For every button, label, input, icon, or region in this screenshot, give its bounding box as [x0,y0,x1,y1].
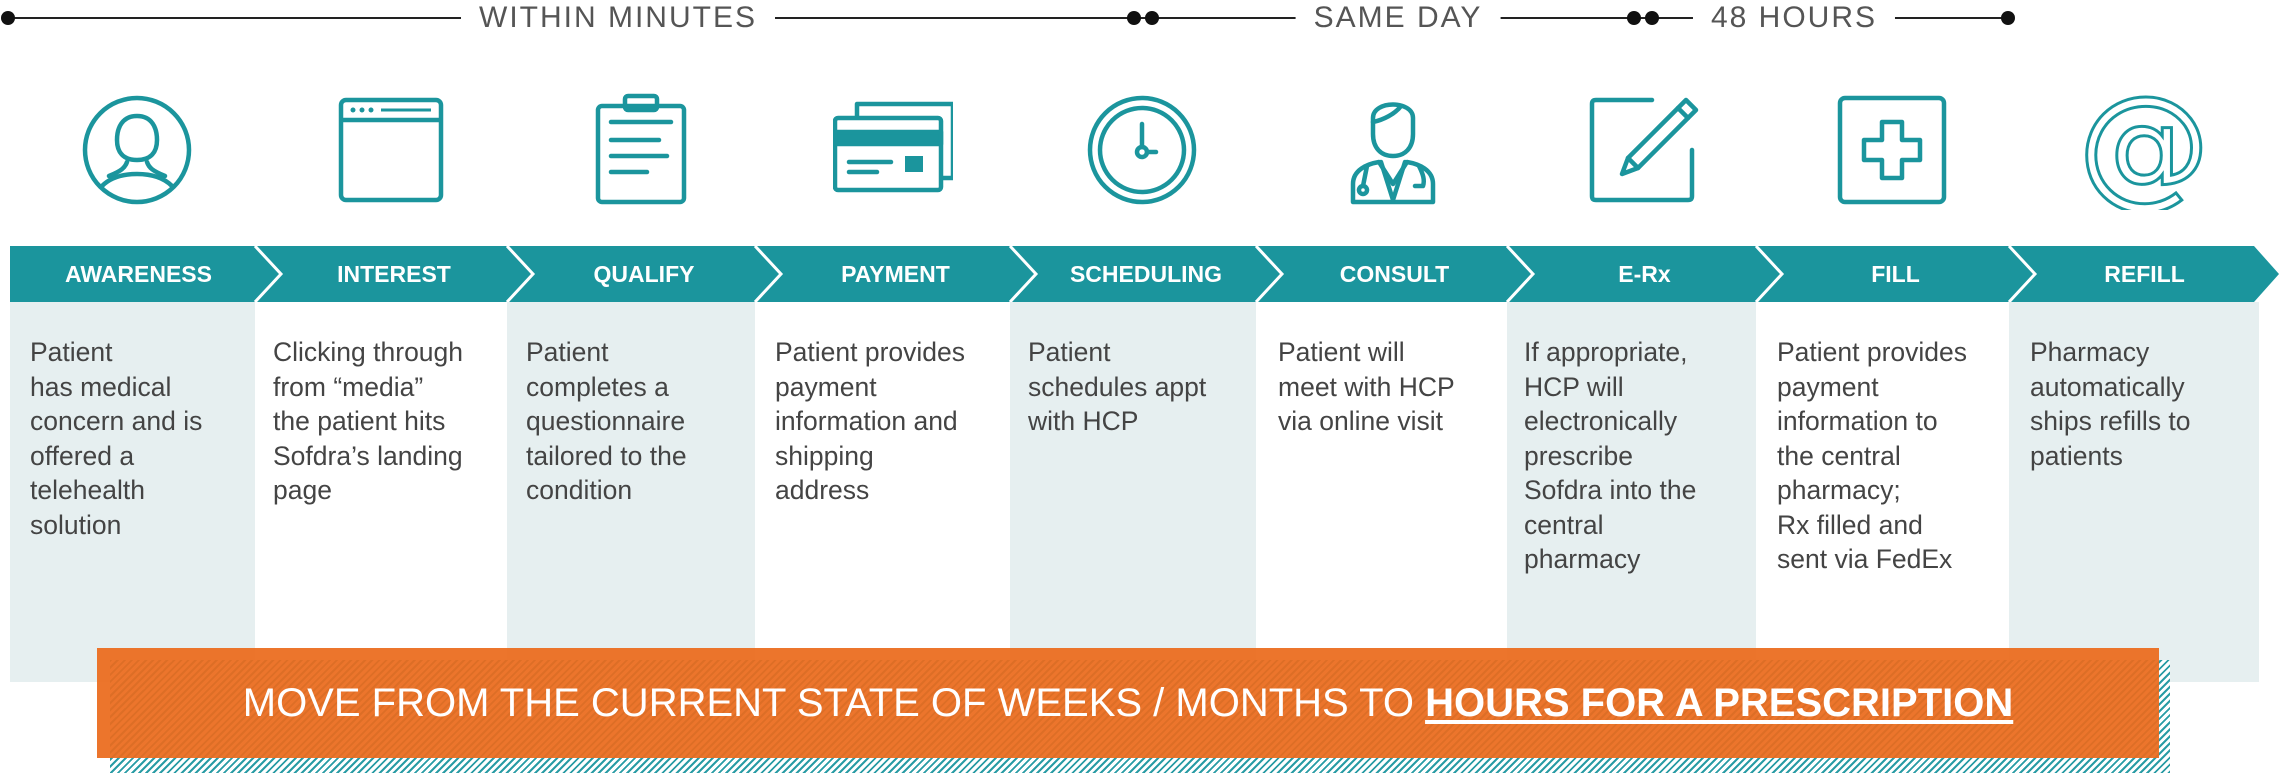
banner: MOVE FROM THE CURRENT STATE OF WEEKS / M… [97,648,2159,758]
timeline-dot [1145,11,1159,25]
stage-label-payment: PAYMENT [841,261,950,287]
stage-label-erx: E-Rx [1618,261,1671,287]
pencil-edit-icon [1582,90,1702,210]
column-bg-qualify [507,302,755,682]
column-bg-fill [1756,302,2009,682]
stage-description-consult: Patient will meet with HCP via online vi… [1278,337,1455,436]
stage-description-fill: Patient provides payment information to … [1777,337,1968,574]
stage-label-awareness: AWARENESS [65,261,212,287]
svg-text:@: @ [2084,90,2204,210]
column-bg-scheduling [1010,302,1256,682]
timeline-dot [1645,11,1659,25]
timeline-label-48-hours: 48 HOURS [1692,0,1896,36]
stage-description-payment: Patient provides payment information and… [775,337,966,505]
chevron-divider [253,246,284,302]
timeline [1,11,2015,25]
stage-description-scheduling: Patient schedules appt with HCP [1028,337,1207,436]
stage-label-scheduling: SCHEDULING [1069,261,1223,287]
chevron-divider [1754,246,1785,302]
chevron-divider [1505,246,1536,302]
column-bg-erx [1507,302,1756,682]
stage-description-interest: Clicking through from “media” the patien… [273,337,464,505]
stage-label-interest: INTEREST [337,261,451,287]
chevron-divider [1008,246,1039,302]
column-bg-refill [2009,302,2259,682]
timeline-dot [2001,11,2015,25]
chevron-divider [753,246,784,302]
stage-label-fill: FILL [1871,261,1920,287]
credit-card-icon [833,90,953,210]
person-icon [77,90,197,210]
clipboard-icon [581,90,701,210]
timeline-label-same-day: SAME DAY [1295,0,1501,36]
stage-description-erx: If appropriate, HCP will electronically … [1524,337,1697,574]
stage-label-refill: REFILL [2104,261,2185,287]
column-bg-payment [755,302,1010,682]
stage-label-consult: CONSULT [1339,261,1450,287]
column-bg-awareness [10,302,255,682]
timeline-dot [1,11,15,25]
chevron-divider [505,246,536,302]
chevron-divider [2007,246,2038,302]
stage-description-awareness: Patient has medical concern and is offer… [30,337,203,540]
process-bar-fill [10,246,2279,302]
stage-description-refill: Pharmacy automatically ships refills to … [2030,337,2191,471]
column-bg-consult [1256,302,1507,682]
chevron-divider [1254,246,1285,302]
browser-window-icon [331,90,451,210]
timeline-dot [1627,11,1641,25]
timeline-label-within-minutes: WITHIN MINUTES [461,0,775,36]
clock-icon [1082,90,1202,210]
at-sign-icon: @ [2084,90,2204,210]
stage-label-qualify: QUALIFY [593,261,695,287]
plus-box-icon [1832,90,1952,210]
column-bg-interest [255,302,507,682]
banner-emphasis: HOURS FOR A PRESCRIPTION [1425,680,2014,725]
process-bar [10,246,2279,302]
timeline-dot [1127,11,1141,25]
doctor-icon [1333,90,1453,210]
banner-text: MOVE FROM THE CURRENT STATE OF WEEKS / M… [242,680,1426,725]
stage-description-qualify: Patient completes a questionnaire tailor… [526,337,687,505]
